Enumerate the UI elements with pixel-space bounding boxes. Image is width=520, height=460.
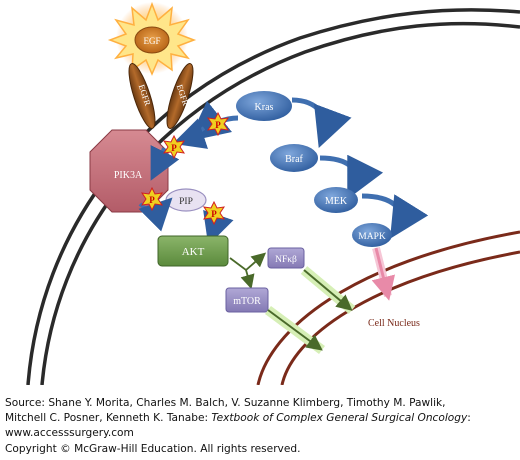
braf-node: Braf: [270, 144, 318, 172]
phosphate-marker-3: P: [140, 186, 164, 212]
pip-label: PIP: [179, 197, 193, 207]
nfkb-node: NFκβ: [267, 247, 305, 269]
phosphate-label: P: [171, 143, 177, 153]
mtor-node: mTOR: [225, 287, 269, 313]
caption-copyright: Copyright © McGraw-Hill Education. All r…: [5, 442, 301, 455]
phospho-connector-arrows: [138, 118, 234, 246]
phosphate-marker-4: P: [202, 200, 226, 226]
phosphate-label: P: [211, 209, 217, 219]
egf-ligand: EGF: [107, 1, 197, 76]
caption-website: www.accesssurgery.com: [5, 427, 134, 440]
pip-node: PIP: [165, 188, 207, 212]
phosphate-marker-2: P: [162, 134, 186, 160]
akt-label: AKT: [182, 246, 205, 258]
pik3a-label: PIK3A: [114, 170, 143, 181]
nfkb-to-nucleus-arrow: [300, 266, 356, 314]
egfr-right-receptor: EGFR: [166, 63, 194, 129]
caption-colon: :: [467, 412, 471, 425]
caption-line-1: Source: Shane Y. Morita, Charles M. Balc…: [5, 397, 446, 409]
egfr-left-receptor: EGFR: [128, 63, 156, 129]
cell-membrane: [26, 8, 520, 385]
akt-node: AKT: [157, 235, 229, 267]
akt-branch-arrows: [229, 252, 267, 290]
egf-label: EGF: [143, 36, 160, 46]
phosphate-label: P: [215, 120, 221, 130]
mtor-to-nucleus-arrow: [265, 305, 325, 355]
caption-book-title: Textbook of Complex General Surgical Onc…: [211, 412, 468, 425]
mapk-label: MAPK: [358, 232, 386, 242]
mek-node: MEK: [314, 187, 358, 213]
source-caption: Source: Shane Y. Morita, Charles M. Balc…: [5, 396, 517, 457]
nfkb-label: NFκβ: [275, 255, 297, 265]
caption-authors: Mitchell C. Posner, Kenneth K. Tanabe:: [5, 412, 212, 425]
mapk-to-nucleus-arrow: [371, 247, 396, 301]
mek-label: MEK: [325, 196, 348, 207]
kras-node: Kras: [236, 91, 292, 121]
phosphate-label: P: [149, 195, 155, 205]
phosphate-marker-1: P: [206, 111, 230, 137]
braf-label: Braf: [285, 154, 303, 165]
mapk-node: MAPK: [352, 223, 392, 247]
signaling-pathway-diagram: EGF EGFR EGFR Kras Braf MEK MAPK: [26, 1, 520, 385]
mtor-label: mTOR: [233, 296, 261, 307]
cell-nucleus-label: Cell Nucleus: [368, 318, 420, 329]
kras-label: Kras: [255, 102, 274, 113]
caption-line-2: Mitchell C. Posner, Kenneth K. Tanabe: T…: [5, 411, 517, 426]
